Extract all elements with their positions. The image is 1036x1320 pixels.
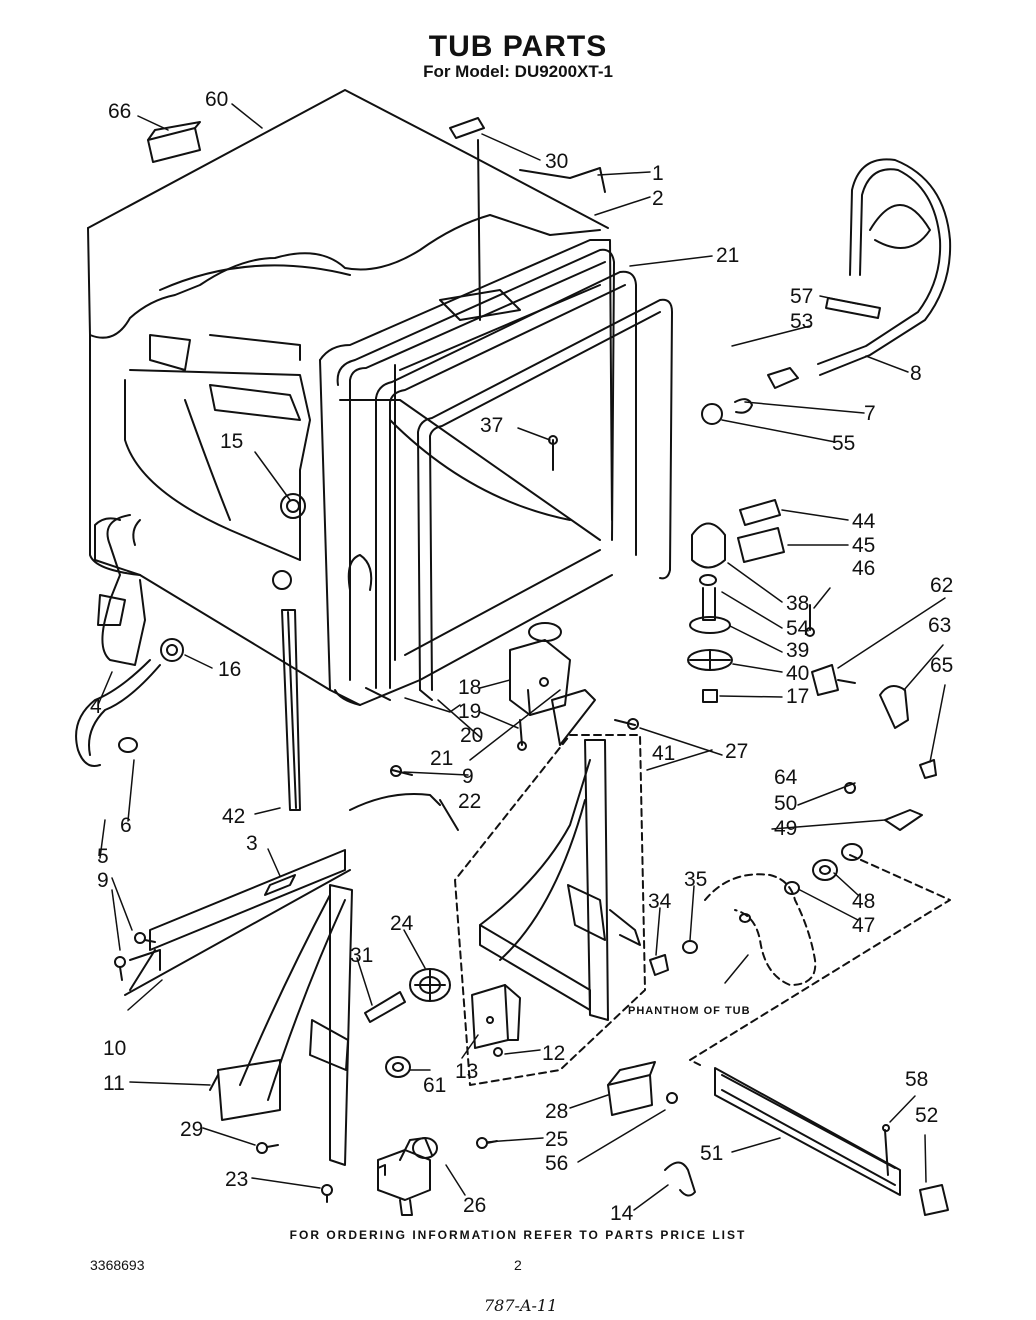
page-title: TUB PARTS	[428, 30, 608, 63]
callout-58: 58	[905, 1068, 928, 1091]
phantom-of-tub-label: PHANTHOM OF TUB	[628, 1005, 751, 1017]
callout-11: 11	[103, 1072, 125, 1095]
kick-plate	[124, 849, 351, 996]
callout-35: 35	[684, 868, 707, 891]
callout-25: 25	[545, 1128, 568, 1151]
hinge-bracket	[209, 884, 353, 1166]
door-gasket-frames	[336, 248, 673, 701]
callout-42: 42	[222, 805, 245, 828]
callout-61: 61	[423, 1074, 446, 1097]
callout-66: 66	[108, 100, 131, 123]
callout-63: 63	[928, 614, 951, 637]
callout-30: 30	[545, 150, 568, 173]
callout-64: 64	[774, 766, 798, 789]
callout-54: 54	[786, 617, 810, 640]
callout-55: 55	[832, 432, 855, 455]
callout-4: 4	[90, 695, 102, 718]
callout-17: 17	[786, 685, 809, 708]
callout-39: 39	[786, 639, 809, 662]
callout-50: 50	[774, 792, 797, 815]
tub-assembly	[87, 89, 613, 706]
callout-3: 3	[246, 832, 258, 855]
callout-19: 19	[458, 700, 481, 723]
callout-21-bottom: 21	[430, 747, 453, 770]
callout-1: 1	[652, 162, 664, 185]
ordering-info-footer: FOR ORDERING INFORMATION REFER TO PARTS …	[289, 1228, 747, 1242]
clip	[664, 1161, 696, 1197]
callout-53: 53	[790, 310, 813, 333]
callout-34: 34	[648, 890, 672, 913]
callout-6: 6	[120, 814, 132, 837]
callout-22: 22	[458, 790, 481, 813]
switch-parts	[811, 664, 937, 794]
page-number: 2	[514, 1257, 522, 1273]
mounting-frame	[479, 739, 641, 1021]
callout-37: 37	[480, 414, 503, 437]
callout-26: 26	[463, 1194, 486, 1217]
callout-48: 48	[852, 890, 875, 913]
callout-21-top: 21	[716, 244, 739, 267]
callout-16: 16	[218, 658, 241, 681]
callout-28: 28	[545, 1100, 568, 1123]
callout-24: 24	[390, 912, 414, 935]
callout-62: 62	[930, 574, 953, 597]
callout-29: 29	[180, 1118, 203, 1141]
callout-9-center: 9	[462, 765, 474, 788]
callout-9-left: 9	[97, 869, 109, 892]
callout-31: 31	[350, 944, 373, 967]
top-pad-and-brackets	[147, 117, 606, 321]
bracket	[471, 984, 521, 1049]
tub-hoses-left	[75, 493, 306, 767]
callout-7: 7	[864, 402, 876, 425]
callout-13: 13	[455, 1060, 478, 1083]
float-assembly	[687, 522, 733, 703]
callout-2: 2	[652, 187, 664, 210]
callout-60: 60	[205, 88, 228, 111]
screws-bottom	[114, 932, 678, 1203]
drain-hose	[701, 158, 952, 425]
callout-44: 44	[852, 510, 876, 533]
callout-41: 41	[652, 742, 675, 765]
tub-phantom-outline	[454, 734, 951, 1086]
callout-38: 38	[786, 592, 809, 615]
callout-65: 65	[930, 654, 953, 677]
leader-lines	[97, 103, 946, 1211]
document-number: 3368693	[90, 1257, 145, 1273]
callout-14: 14	[610, 1202, 634, 1225]
callout-27: 27	[725, 740, 748, 763]
callout-12: 12	[542, 1042, 565, 1065]
callout-20: 20	[460, 724, 483, 747]
callout-51: 51	[700, 1142, 723, 1165]
model-subtitle: For Model: DU9200XT-1	[423, 62, 613, 81]
callout-8: 8	[910, 362, 922, 385]
callout-46: 46	[852, 557, 875, 580]
callout-23: 23	[225, 1168, 248, 1191]
callout-52: 52	[915, 1104, 938, 1127]
callout-45: 45	[852, 534, 875, 557]
callout-57: 57	[790, 285, 813, 308]
wheel-and-fittings	[364, 968, 451, 1078]
callout-10: 10	[103, 1037, 126, 1060]
side-rail	[281, 609, 301, 811]
callout-numbers: 66 60 30 1 2 21 57 53 8 7 55 37 15 44 45…	[90, 88, 953, 1225]
callout-15: 15	[220, 430, 243, 453]
callout-5: 5	[97, 845, 109, 868]
drain-fittings	[649, 809, 923, 976]
hinge-plates-right	[737, 499, 815, 637]
callout-49: 49	[774, 817, 797, 840]
bottom-rail	[714, 1067, 949, 1216]
callout-56: 56	[545, 1152, 568, 1175]
callout-47: 47	[852, 914, 875, 937]
callout-18: 18	[458, 676, 481, 699]
door-spring-cable	[349, 793, 459, 831]
callout-40: 40	[786, 662, 809, 685]
water-valve	[377, 1137, 438, 1216]
fill-funnel	[509, 622, 596, 746]
handwritten-note: 787-A-11	[484, 1296, 558, 1315]
bracket-plate	[607, 1061, 656, 1116]
